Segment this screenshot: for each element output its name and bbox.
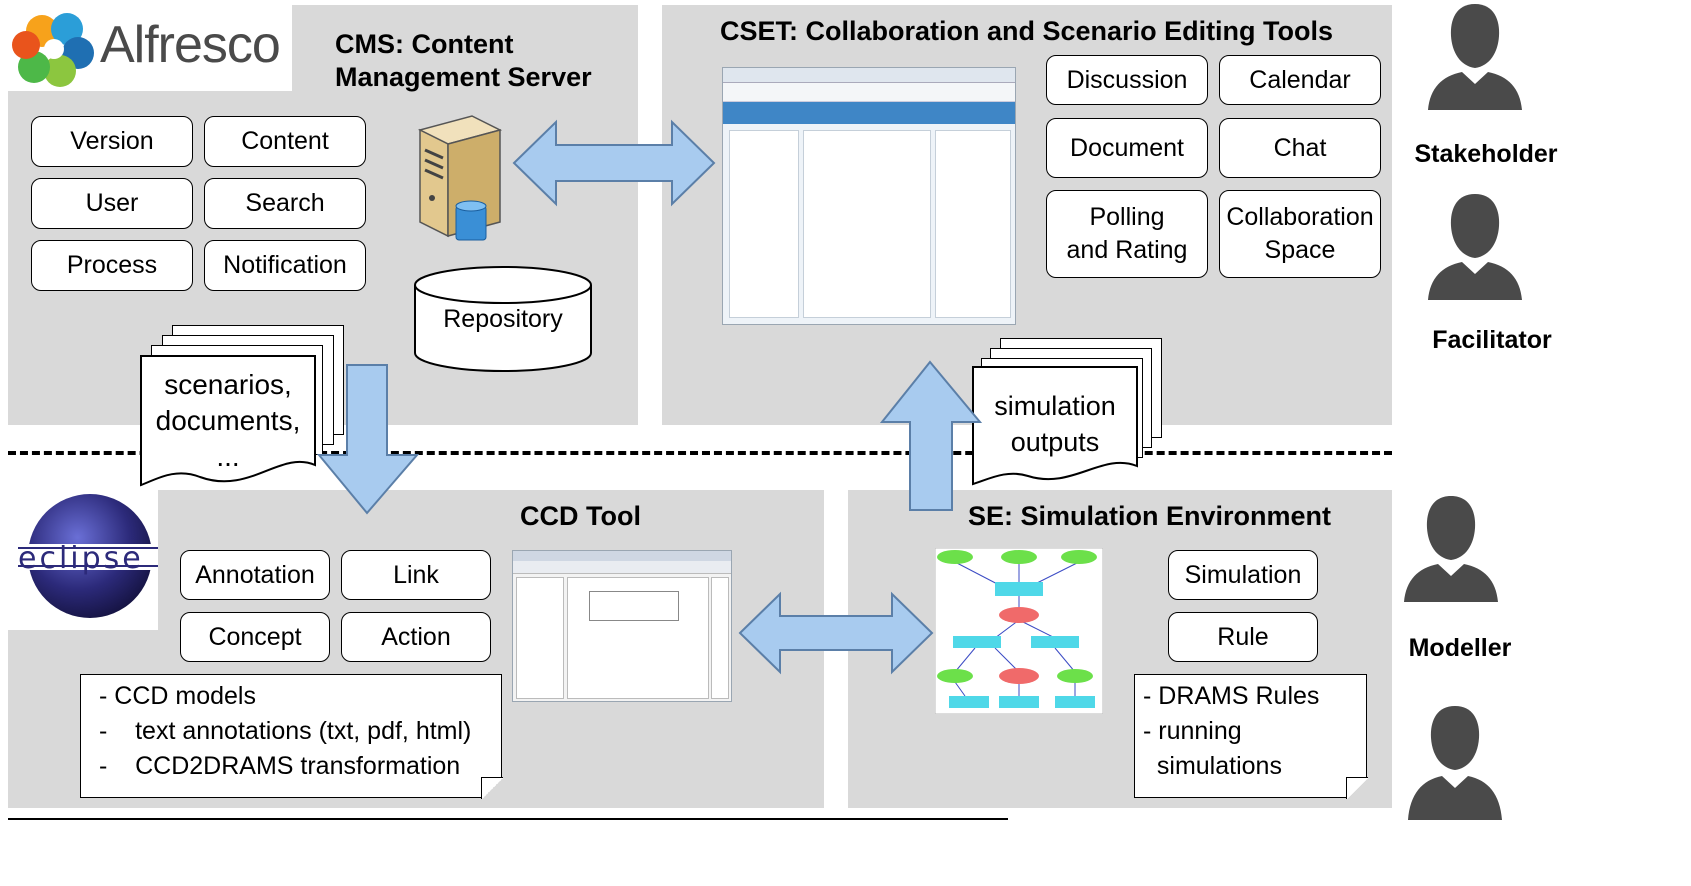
eclipse-logo: eclipse — [8, 490, 158, 630]
cms-title: CMS: Content Management Server — [335, 29, 592, 92]
ccd-module-action: Action — [341, 612, 491, 662]
ccd-module-annotation: Annotation — [180, 550, 330, 600]
cms-module-notification: Notification — [204, 240, 366, 291]
documents-stack-right: simulation outputs — [972, 338, 1172, 486]
eclipse-wordmark: eclipse — [18, 541, 144, 576]
documents-stack-left: scenarios, documents, ... — [140, 325, 360, 487]
cms-module-content: Content — [204, 116, 366, 167]
server-icon — [417, 115, 503, 241]
up-arrow-to-cset — [880, 360, 982, 511]
cms-module-search: Search — [204, 178, 366, 229]
modeller-avatar-icon — [1404, 496, 1498, 602]
cset-title: CSET: Collaboration and Scenario Editing… — [720, 16, 1334, 46]
role-modeller: Modeller — [1408, 634, 1512, 662]
cset-module-chat: Chat — [1219, 118, 1381, 178]
ccd-screenshot — [512, 550, 732, 702]
se-notes: - DRAMS Rules - running simulations — [1134, 674, 1368, 799]
eclipse-globe-icon — [18, 494, 158, 618]
down-arrow-to-ccd — [317, 364, 419, 515]
cms-module-process: Process — [31, 240, 193, 291]
documents-stack-left-text: scenarios, documents, ... — [155, 369, 301, 472]
role-facilitator: Facilitator — [1432, 326, 1552, 354]
alfresco-logo: Alfresco — [8, 5, 292, 91]
ccd-notes: - CCD models - text annotations (txt, pd… — [80, 674, 503, 799]
alfresco-wordmark: Alfresco — [100, 16, 281, 74]
role-stakeholder: Stakeholder — [1414, 140, 1558, 168]
cms-module-version: Version — [31, 116, 193, 167]
se-module-simulation: Simulation — [1168, 550, 1318, 600]
ccd-title: CCD Tool — [520, 501, 641, 531]
layer-separator — [8, 451, 1392, 455]
ccd-module-link: Link — [341, 550, 491, 600]
ccd-se-double-arrow — [738, 591, 934, 675]
documents-stack-right-text: simulation outputs — [994, 391, 1116, 457]
se-title: SE: Simulation Environment — [968, 501, 1332, 531]
fourth-user-avatar-icon — [1408, 706, 1502, 820]
cset-module-discussion: Discussion — [1046, 55, 1208, 105]
cset-module-calendar: Calendar — [1219, 55, 1381, 105]
se-graph-screenshot — [935, 548, 1103, 714]
cset-module-document: Document — [1046, 118, 1208, 178]
ccd-module-concept: Concept — [180, 612, 330, 662]
cms-cset-double-arrow — [512, 119, 716, 207]
facilitator-avatar-icon — [1428, 194, 1522, 300]
stakeholder-avatar-icon — [1428, 4, 1522, 110]
alfresco-flower-icon — [12, 13, 94, 87]
bottom-rule — [8, 818, 1008, 820]
se-module-rule: Rule — [1168, 612, 1318, 662]
cset-screenshot — [722, 67, 1016, 325]
repository-cylinder — [414, 266, 592, 372]
cms-module-user: User — [31, 178, 193, 229]
repository-label: Repository — [443, 305, 563, 333]
